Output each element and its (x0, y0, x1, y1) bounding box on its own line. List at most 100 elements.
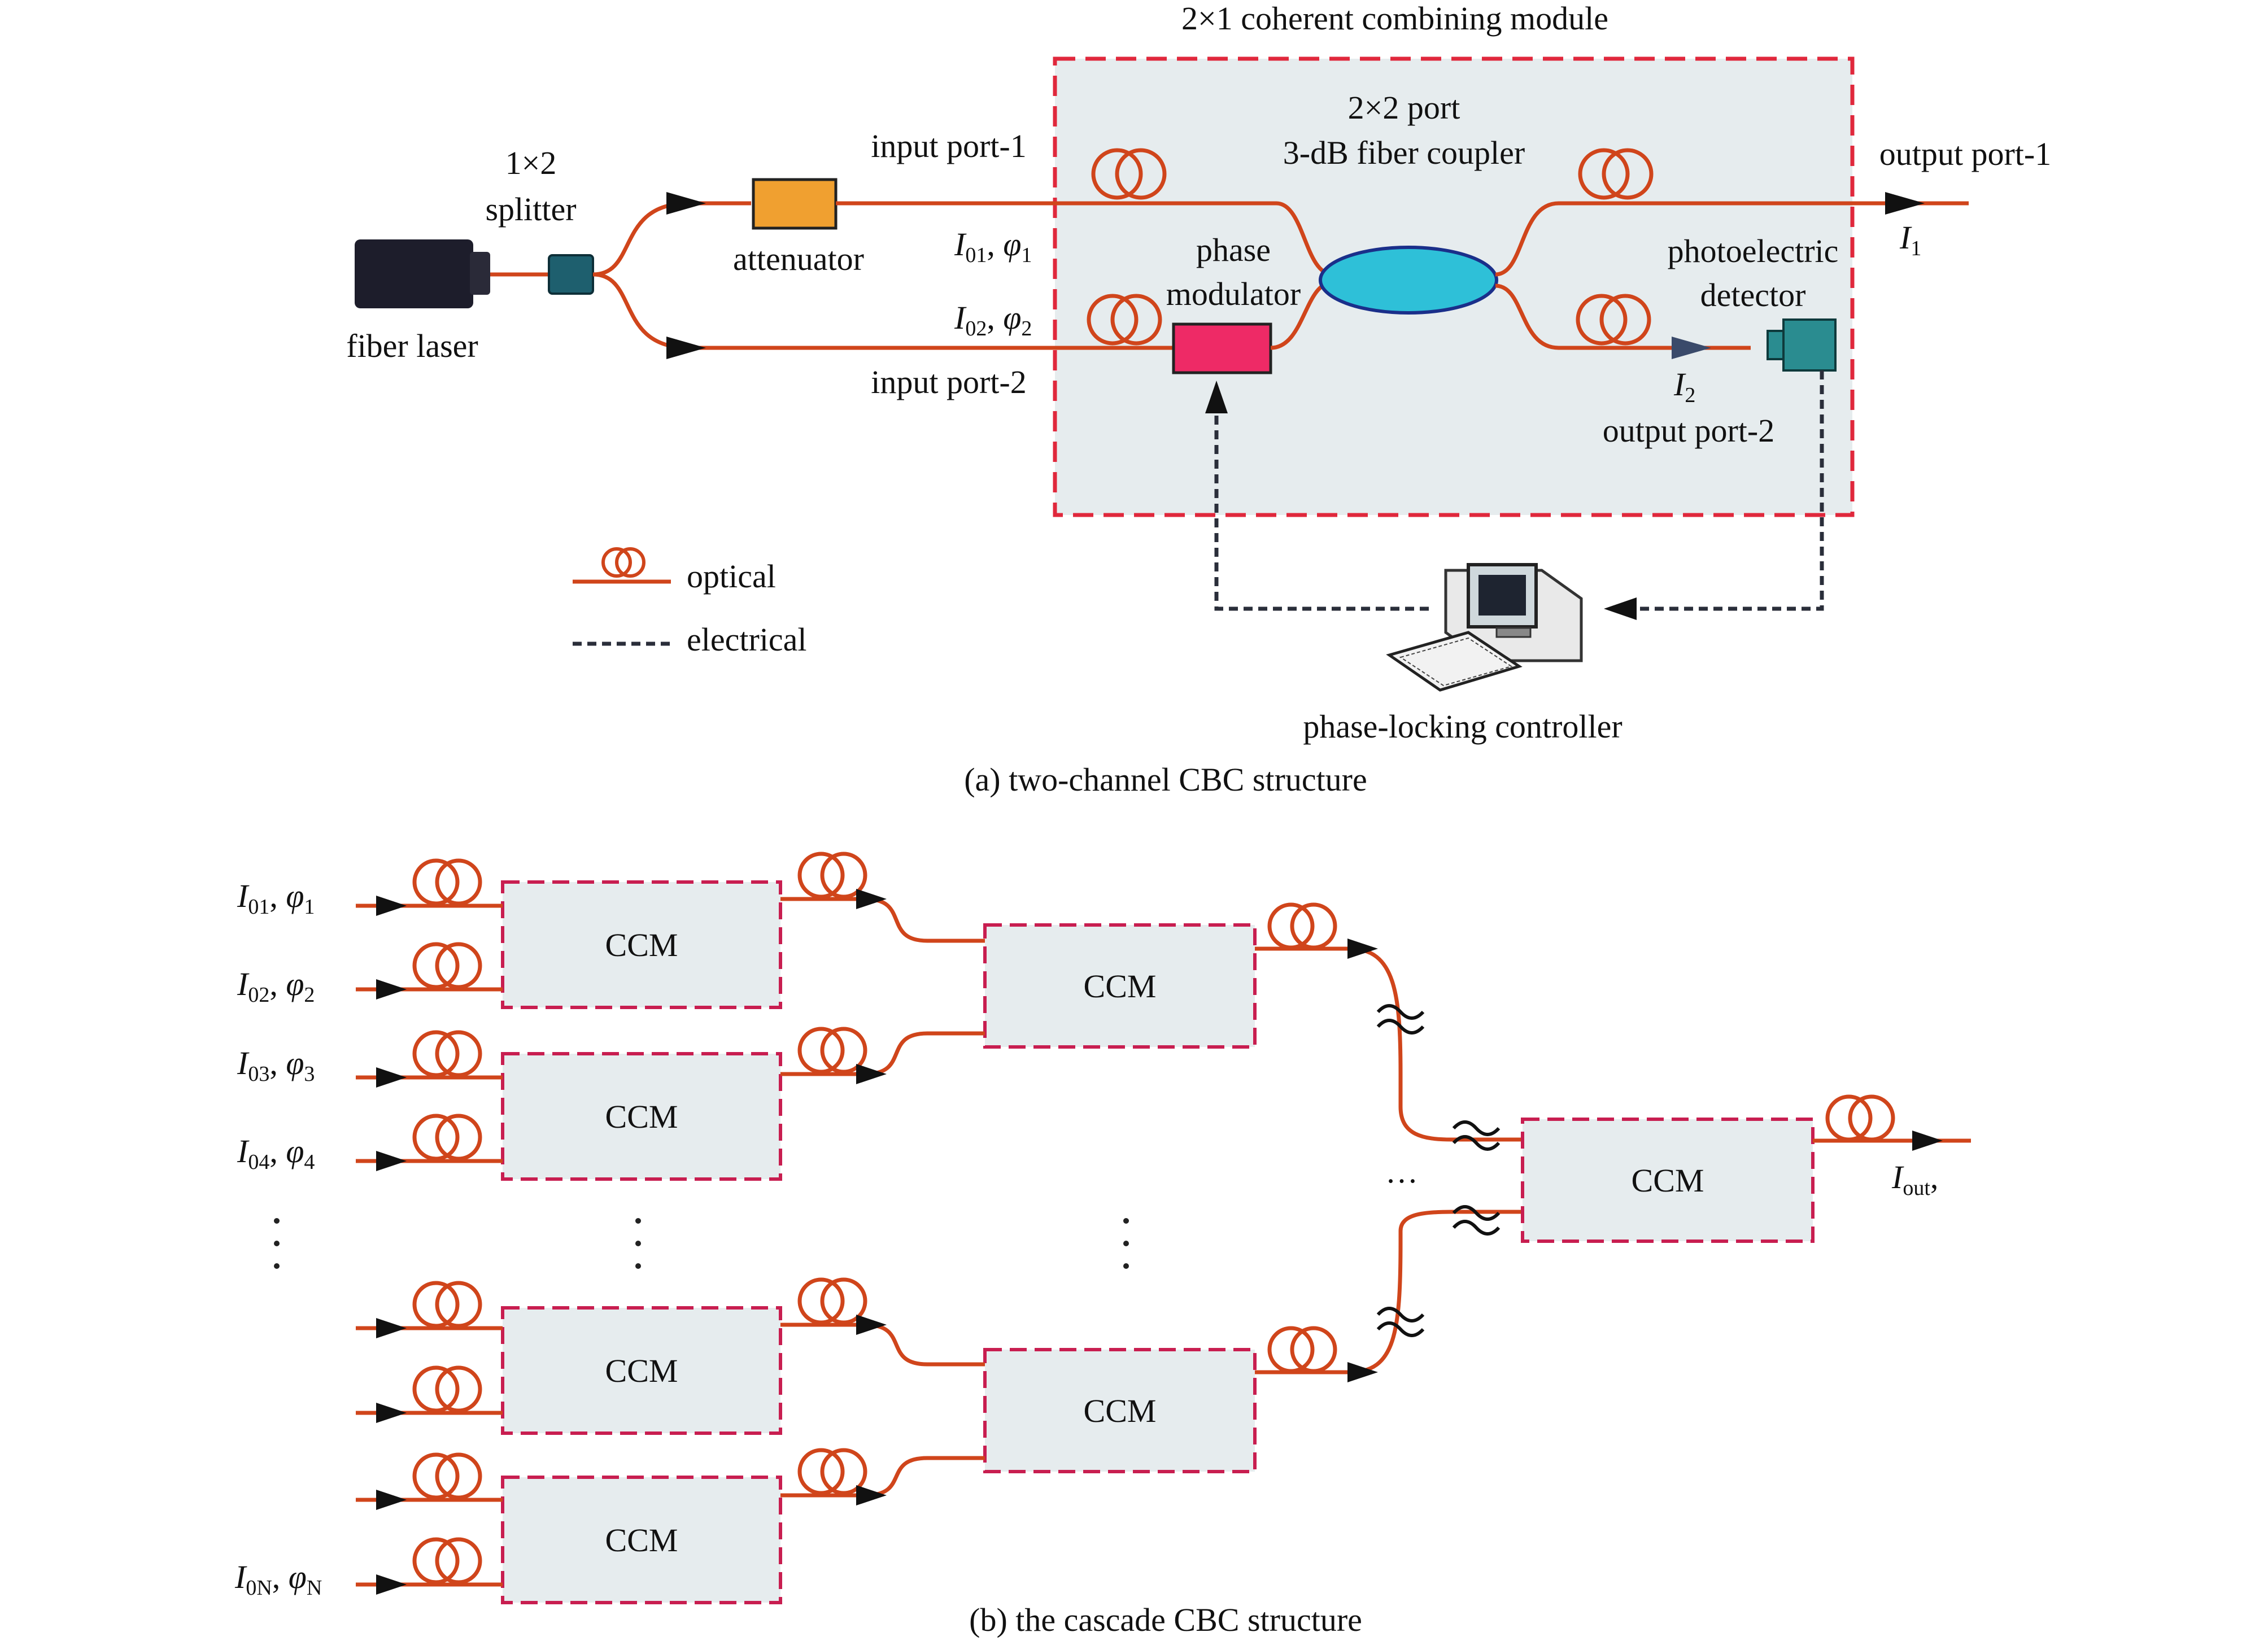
output-arrow (1912, 1131, 1943, 1151)
vertical-dot (635, 1218, 641, 1224)
fiber-coil-icon (1290, 902, 1337, 950)
computer-icon (1386, 563, 1583, 692)
break-mark (1452, 1120, 1501, 1136)
fiber-coil-icon (797, 1027, 845, 1074)
photodetector (1767, 318, 1837, 372)
signal-in2: I02, φ2 (954, 299, 1032, 341)
vertical-dot (635, 1241, 641, 1246)
fiber-coil-icon (1091, 148, 1167, 200)
ccm-block (501, 1476, 782, 1604)
stage-arrow (856, 1485, 887, 1505)
part-a: 2×1 coherent combining module fiber lase… (346, 0, 2051, 798)
break-mark (1376, 1307, 1425, 1323)
fiber-coil-icon (435, 942, 482, 989)
ccm-block (501, 1306, 782, 1435)
input-arrow (376, 1574, 407, 1595)
stage-arrow (856, 1315, 887, 1335)
break-mark (1452, 1220, 1501, 1236)
ccm-block (983, 923, 1257, 1049)
fiber-coil-icon (412, 1365, 460, 1413)
phase-modulator (1172, 322, 1272, 374)
signal-in1: I01, φ1 (954, 226, 1032, 267)
fiber-coil-icon (1087, 294, 1162, 346)
ccm-label: CCM (605, 927, 678, 963)
legend-optical: optical (687, 558, 776, 595)
vertical-dot (1123, 1263, 1129, 1269)
stage-fiber (780, 897, 985, 943)
signal-out2: I2 (1673, 366, 1695, 407)
attenuator-label: attenuator (733, 241, 864, 277)
fiber-coil-icon (412, 1537, 460, 1585)
legend-electrical: electrical (687, 621, 807, 658)
fiber-coil-icon (435, 1114, 482, 1161)
arrow-electrical-in (1604, 597, 1637, 620)
fiber-coil-icon (412, 942, 460, 989)
stage-arrow (856, 1064, 887, 1084)
input-port-2-label: input port-2 (871, 364, 1026, 400)
fiber-coil-icon (435, 1537, 482, 1585)
input-signal-label: I0N, φN (234, 1559, 322, 1600)
arrow-output-2 (1672, 337, 1711, 359)
vertical-dot (635, 1263, 641, 1269)
vertical-dot (1123, 1241, 1129, 1246)
fiber-coupler (1319, 246, 1498, 315)
break-mark (1376, 1004, 1425, 1020)
stage-arrow (1347, 939, 1378, 959)
phase-modulator-label-line2: modulator (1166, 276, 1301, 312)
input-arrow (376, 1067, 407, 1088)
vertical-dot (274, 1263, 280, 1269)
arrow-upper (666, 192, 706, 215)
output-port-2-label: output port-2 (1603, 412, 1774, 449)
caption-a: (a) two-channel CBC structure (964, 761, 1367, 798)
input-arrow (376, 1403, 407, 1423)
fiber-laser (355, 239, 490, 308)
input-signal-label: I02, φ2 (237, 966, 315, 1007)
ccm-block (501, 1052, 782, 1181)
ccm-label: CCM (605, 1522, 678, 1559)
stage-fiber (780, 1323, 985, 1367)
legend: optical electrical (573, 547, 807, 658)
fiber-output-port-1 (1495, 201, 1969, 277)
fiber-coil-icon (1848, 1094, 1895, 1142)
ccm-block (983, 1348, 1257, 1473)
fiber-coil-icon (797, 852, 845, 899)
fiber-coil-icon (1267, 902, 1315, 950)
vertical-dot (274, 1241, 280, 1246)
arrow-output-1 (1885, 192, 1925, 215)
fiber-coil-icon (797, 1277, 845, 1325)
ccm-label: CCM (605, 1098, 678, 1135)
fiber-coil-icon (412, 1452, 460, 1500)
electrical-line-detector-to-controller (1615, 370, 1824, 611)
input-arrow (376, 979, 407, 1000)
fiber-coil-icon (1825, 1094, 1873, 1142)
ccm-label: CCM (605, 1352, 678, 1389)
phase-modulator-label-line1: phase (1196, 232, 1271, 268)
stage-fiber (1255, 946, 1523, 1142)
ccm-label: CCM (1084, 968, 1157, 1005)
fiber-coil-icon (820, 1027, 867, 1074)
fiber-coil-icon (820, 852, 867, 899)
break-mark (1376, 1019, 1425, 1035)
ellipsis-label: … (1385, 1153, 1418, 1190)
fiber-coil-icon (435, 1452, 482, 1500)
attenuator (752, 178, 838, 230)
signal-out1: I1 (1899, 219, 1921, 260)
arrow-lower (666, 337, 706, 359)
vertical-dot (1123, 1218, 1129, 1224)
input-arrow (376, 1490, 407, 1510)
ccm-label: CCM (1084, 1393, 1157, 1429)
module-title: 2×1 coherent combining module (1181, 0, 1608, 37)
input-arrow (376, 896, 407, 916)
photodetector-label-line2: detector (1700, 277, 1806, 313)
splitter (548, 254, 594, 295)
input-arrow (376, 1318, 407, 1338)
fiber-coil-icon (1267, 1326, 1315, 1373)
ccm-block (501, 880, 782, 1009)
splitter-label-line1: 1×2 (505, 145, 557, 181)
coupler-label-line1: 2×2 port (1348, 89, 1460, 126)
fiber-coil-icon (412, 1030, 460, 1077)
fiber-coil-icon (412, 858, 460, 906)
